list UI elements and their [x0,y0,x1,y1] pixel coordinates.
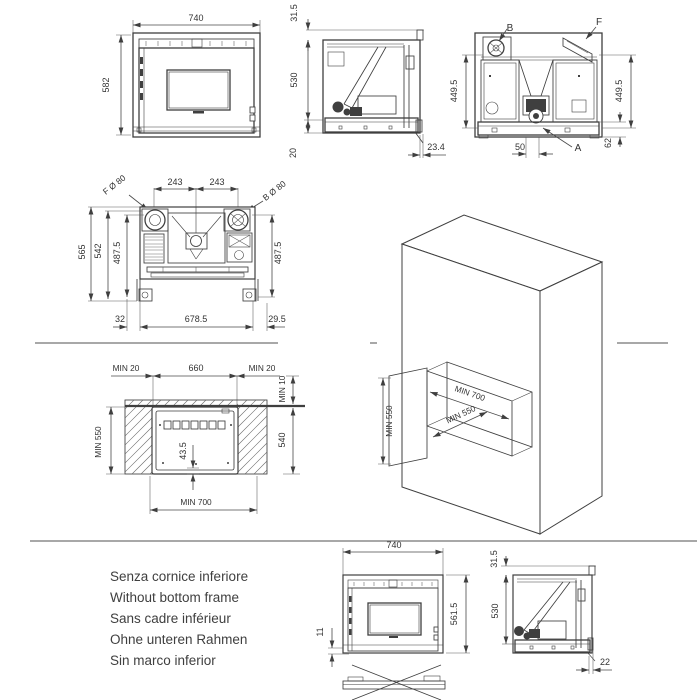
dim-nf-740: 740 [386,540,401,550]
dim-540: 540 [277,432,287,447]
dim-min10: MIN 10 [277,375,287,402]
label-a: A [575,143,582,154]
dim-min20-left: MIN 20 [113,363,140,373]
dim-nf-530: 530 [490,603,500,618]
note-de: Ohne unteren Rahmen [110,632,248,647]
dim-min550-left: MIN 550 [93,426,103,458]
noframe-side-view: 31.5 530 22 [489,550,612,674]
side-view-top: 31.5 530 20 23.4 [288,4,446,158]
note-en: Without bottom frame [110,590,240,605]
dim-width-740: 740 [188,13,203,23]
dim-565: 565 [77,244,87,259]
label-flue-b: B Ø 80 [261,178,288,202]
dim-32: 32 [115,314,125,324]
dim-660: 660 [188,363,203,373]
dim-right-449-5: 449.5 [614,80,624,103]
niche-iso-view: MIN 700 MIN 550 MIN 550 [378,214,604,535]
niche-front-view: MIN 20 660 MIN 20 MIN 10 540 MIN 550 43.… [93,363,305,514]
rear-view-top: B F 449.5 449.5 50 A [449,17,636,158]
dim-left-449-5: 449.5 [449,80,459,103]
plan-view: F Ø 80 B Ø 80 243 243 565 [77,173,288,331]
dim-561-5: 561.5 [449,603,459,626]
dim-487-5-right: 487.5 [273,242,283,265]
notes-block: Senza cornice inferiore Without bottom f… [110,566,248,671]
dim-243-left: 243 [167,177,182,187]
dim-29-5: 29.5 [268,314,286,324]
note-fr: Sans cadre inférieur [110,611,231,626]
dim-487-5-left: 487.5 [112,242,122,265]
note-it: Senza cornice inferiore [110,569,249,584]
dim-base-20: 20 [288,148,298,158]
label-f: F [596,17,602,28]
label-flue-f: F Ø 80 [101,173,128,197]
front-view-top: 740 582 [101,13,261,138]
dim-542: 542 [93,243,103,258]
noframe-front-view: 740 561.5 11 [315,540,470,667]
dim-top-31-5: 31.5 [289,4,299,22]
dim-iso-min550-height: MIN 550 [384,405,394,437]
dim-11: 11 [315,627,325,636]
dim-62: 62 [603,138,613,148]
crossed-out-bottom-frame [342,664,446,700]
note-es: Sin marco inferior [110,653,216,668]
dim-min20-right: MIN 20 [249,363,276,373]
dim-678-5: 678.5 [185,314,208,324]
dim-offset-23-4: 23.4 [427,142,445,152]
dim-43-5: 43.5 [178,442,188,460]
dim-height-582: 582 [101,77,111,92]
dim-50: 50 [515,142,525,152]
dim-243-right: 243 [209,177,224,187]
dim-22: 22 [600,657,610,667]
dim-height-530: 530 [289,72,299,87]
dim-min700-bottom: MIN 700 [180,497,212,507]
dim-nf-31-5: 31.5 [489,550,499,568]
label-b: B [507,23,514,34]
